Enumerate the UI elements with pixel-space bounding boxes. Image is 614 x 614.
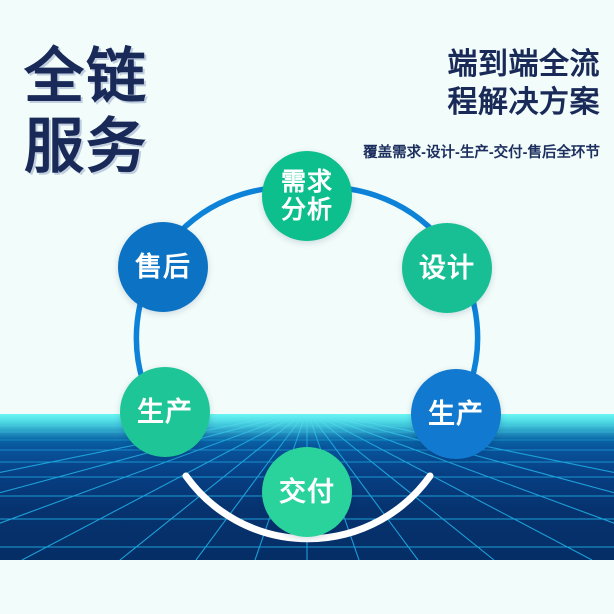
cycle-node-production-right[interactable]: 生产 <box>411 369 501 459</box>
cycle-node-after-sales-label: 售后 <box>135 251 191 282</box>
subtitle: 覆盖需求-设计-生产-交付-售后全环节 <box>363 145 600 161</box>
page-title-left-line-1: 全链 <box>24 43 148 110</box>
cycle-node-demand-analysis[interactable]: 需求 分析 <box>262 151 352 241</box>
cycle-node-delivery-label: 交付 <box>279 476 335 507</box>
cycle-node-delivery[interactable]: 交付 <box>262 447 352 537</box>
cycle-node-design-label: 设计 <box>419 252 475 283</box>
page-title-right-line-2: 程解决方案 <box>447 85 600 119</box>
page-title-right: 端到端全流 程解决方案 <box>330 46 600 122</box>
cycle-node-production-left-label: 生产 <box>137 396 193 427</box>
page-title-right-line-1: 端到端全流 <box>447 48 600 81</box>
page-title-left: 全链 服务 <box>24 42 324 181</box>
cycle-node-design[interactable]: 设计 <box>402 223 492 313</box>
cycle-node-production-right-label: 生产 <box>428 398 484 429</box>
page-title-left-line-2: 服务 <box>24 112 148 180</box>
cycle-node-production-left[interactable]: 生产 <box>120 367 210 457</box>
cycle-node-after-sales[interactable]: 售后 <box>118 222 208 312</box>
cycle-node-demand-analysis-label: 需求 分析 <box>280 168 333 224</box>
